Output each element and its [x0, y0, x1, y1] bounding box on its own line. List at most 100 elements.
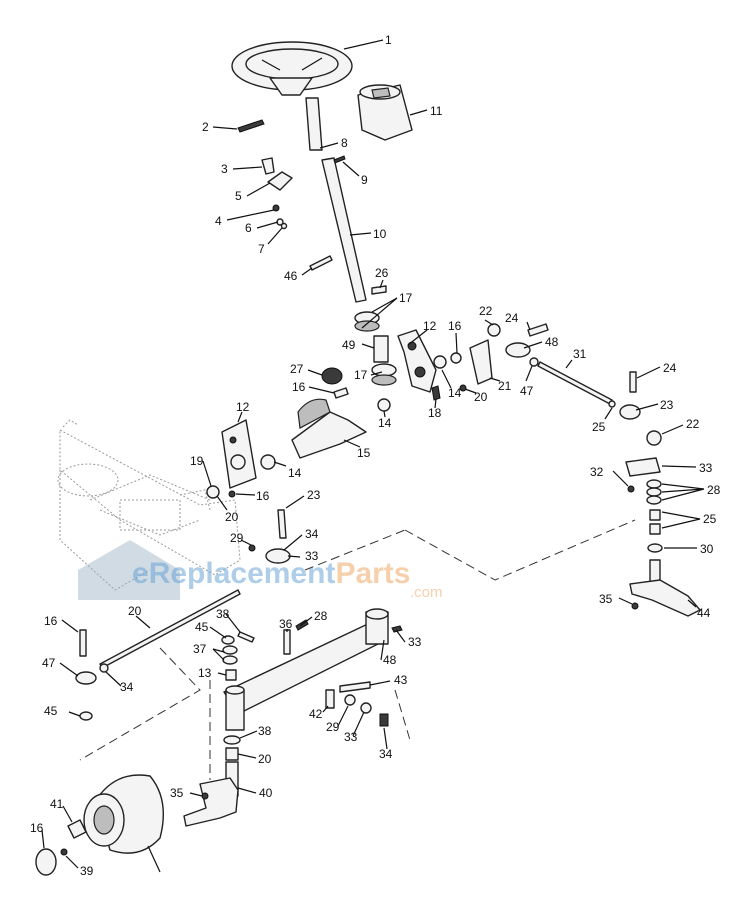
callout-9: 9: [361, 173, 368, 187]
watermark-e: e: [132, 557, 149, 590]
callout-47-left: 34: [120, 680, 134, 694]
callout-48-top: 48: [545, 335, 559, 349]
drag-link-31: [537, 361, 613, 405]
bushing-34-left: [225, 669, 237, 681]
callout-36: 33: [408, 635, 422, 649]
callout-37: 48: [383, 653, 397, 667]
callout-33-right: 28: [707, 483, 721, 497]
callout-28-left: 16: [44, 614, 58, 628]
callout-16-left: 20: [225, 510, 239, 524]
callout-38-top: 28: [314, 609, 328, 623]
nut-47-top: [529, 357, 539, 367]
callout-16-bottom: 39: [80, 864, 94, 878]
gear-27: [321, 367, 343, 385]
steering-shaft: [305, 97, 367, 303]
callout-20-right: 32: [590, 465, 604, 479]
svg-text:eReplacementParts: eReplacementParts: [132, 557, 410, 590]
washer-29: [79, 711, 93, 721]
callout-1: 1: [385, 33, 392, 47]
rod-end-23-mid: [265, 548, 291, 564]
bolt-3: [261, 157, 275, 175]
callout-30: 20: [128, 604, 142, 618]
callout-20-lower-left: 35: [170, 786, 184, 800]
callout-13: 43: [394, 673, 408, 687]
callout-8: 8: [341, 136, 348, 150]
callout-21: 21: [498, 379, 512, 393]
callout-41: 16: [30, 821, 44, 835]
callout-34-right: 25: [703, 512, 717, 526]
callout-labels: 1 2 3 5 4 6 7 8 9 10 11 46 26 17 22 24 1…: [30, 33, 721, 878]
pin-36: [391, 625, 403, 633]
wheel-hub-39: [83, 774, 165, 854]
nut-25-right: [608, 400, 616, 408]
spacer-49: [373, 335, 389, 363]
assembly-dashed-lines: [79, 519, 636, 780]
link-48-left: [75, 671, 97, 685]
nut-7: [280, 222, 288, 230]
callout-16-lower-left: 45: [195, 620, 209, 634]
arm-21: [469, 339, 493, 385]
nut-25-mid: [248, 544, 256, 552]
callout-11: 11: [430, 104, 443, 118]
rod-end-23: [619, 404, 641, 420]
callout-14-left-a: 14: [288, 466, 302, 480]
callout-12-right: 12: [423, 319, 437, 333]
washer-45-lower: [360, 702, 372, 714]
bolt-28-mid: [277, 509, 287, 539]
callout-10: 10: [373, 227, 387, 241]
pin-43: [325, 689, 335, 709]
callout-19: 16: [256, 489, 270, 503]
callout-44: 38: [216, 607, 230, 621]
washer-stack-33: [646, 479, 662, 505]
bolt-28-left: [79, 629, 87, 657]
callout-31: 31: [573, 347, 587, 361]
nut-20-lower-right: [631, 602, 639, 610]
callout-45-lower: 33: [344, 730, 358, 744]
washer-14-c: [260, 454, 276, 470]
watermark-com: .com: [410, 584, 443, 601]
nut-20-lower-left: [201, 792, 209, 800]
clip-16-b: [450, 352, 462, 364]
callout-35-left: 40: [259, 786, 273, 800]
watermark: eReplacementParts .com: [78, 540, 443, 601]
callout-23-mid: 34: [305, 527, 319, 541]
nut-19: [228, 490, 236, 498]
pin-46: [309, 255, 333, 271]
bolt-44: [237, 631, 255, 643]
callout-22-top: 22: [479, 304, 493, 318]
steering-arm-32: [625, 457, 661, 477]
watermark-replacement: Replacement: [149, 557, 336, 590]
callout-33-lower-left: 38: [258, 724, 272, 738]
callout-47-top: 47: [520, 384, 534, 398]
callout-4: 4: [215, 214, 222, 228]
callout-20-top: 20: [474, 390, 488, 404]
bracket-12-left: [221, 419, 257, 489]
pin-45-top: [283, 629, 291, 655]
pin-26: [371, 285, 387, 295]
callout-14-left-b: 19: [190, 454, 204, 468]
spindle-35-right: [629, 559, 701, 617]
callout-49: 49: [342, 338, 356, 352]
bushing-17-lower: [371, 363, 397, 386]
callout-29-mid: 33: [305, 549, 319, 563]
clip-16-a: [333, 387, 349, 399]
callout-26: 26: [375, 266, 389, 280]
nut-47-left: [99, 663, 109, 673]
washer-33-lower-left: [223, 735, 241, 745]
callout-24-right: 24: [663, 361, 677, 375]
callout-14-right: 14: [448, 386, 462, 400]
callout-33-right-lower: 30: [700, 542, 714, 556]
callout-12-left: 12: [236, 400, 250, 414]
callout-16-mid: 16: [292, 380, 306, 394]
callout-2: 2: [202, 120, 209, 134]
callout-6: 6: [245, 221, 252, 235]
bracket-12-right: [397, 329, 437, 393]
bolt-24-top: [527, 323, 549, 337]
callout-7: 7: [258, 242, 265, 256]
callout-3: 3: [221, 162, 228, 176]
callout-18: 18: [428, 406, 442, 420]
link-48-top: [505, 342, 531, 358]
callout-29-left: 45: [44, 704, 58, 718]
callout-24-top: 24: [505, 311, 519, 325]
